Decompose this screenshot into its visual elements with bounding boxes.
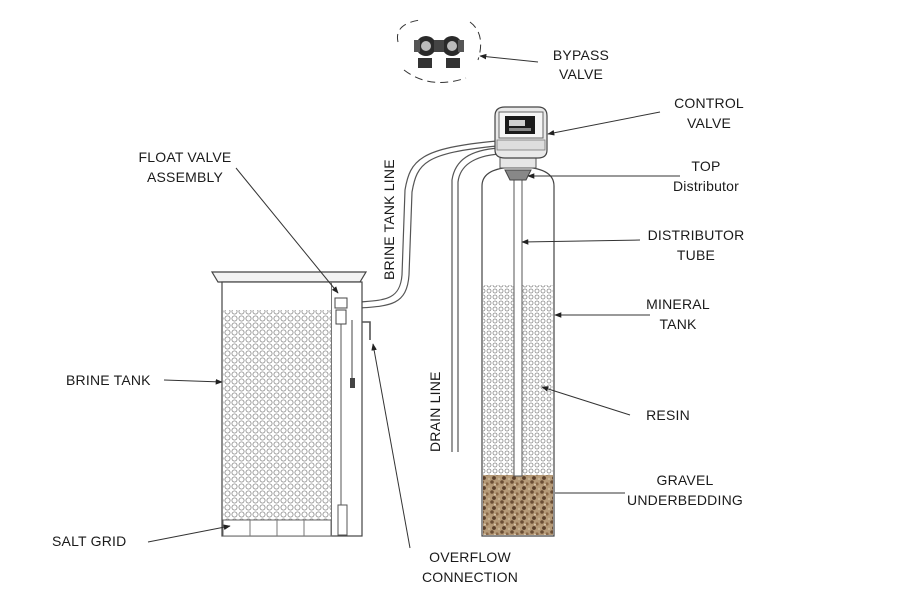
float-valve (334, 297, 348, 309)
bypass-valve-icon (396, 19, 482, 83)
label-control-valve: CONTROL VALVE (674, 95, 744, 131)
distributor-tube (513, 177, 523, 477)
label-drain-line: DRAIN LINE (427, 371, 443, 452)
label-overflow-connection: OVERFLOW CONNECTION (422, 549, 518, 585)
svg-text:BYPASS: BYPASS (553, 47, 609, 63)
label-distributor-tube: DISTRIBUTOR TUBE (648, 227, 745, 263)
brine-tank (210, 271, 371, 537)
label-brine-tank-line: BRINE TANK LINE (381, 159, 397, 280)
svg-text:Distributor: Distributor (673, 178, 739, 194)
top-distributor (504, 169, 532, 181)
svg-text:VALVE: VALVE (687, 115, 731, 131)
label-mineral-tank: MINERAL TANK (646, 296, 710, 332)
svg-text:DISTRIBUTOR: DISTRIBUTOR (648, 227, 745, 243)
label-bypass-valve: BYPASS VALVE (553, 47, 609, 82)
svg-text:VALVE: VALVE (559, 66, 603, 82)
svg-text:CONNECTION: CONNECTION (422, 569, 518, 585)
svg-text:MINERAL: MINERAL (646, 296, 710, 312)
mineral-tank (481, 166, 555, 537)
svg-text:CONTROL: CONTROL (674, 95, 744, 111)
label-gravel-underbedding: GRAVEL UNDERBEDDING (627, 472, 743, 508)
svg-text:OVERFLOW: OVERFLOW (429, 549, 511, 565)
brine-tank-line (342, 140, 498, 309)
label-float-valve-assembly: FLOAT VALVE ASSEMBLY (139, 149, 232, 185)
salt-fill (223, 310, 331, 520)
svg-text:ASSEMBLY: ASSEMBLY (147, 169, 223, 185)
drain-line (451, 147, 500, 452)
svg-text:TOP: TOP (691, 158, 720, 174)
brine-tank-lid (210, 271, 368, 283)
label-brine-tank: BRINE TANK (66, 372, 151, 388)
control-valve-icon (494, 106, 548, 169)
label-salt-grid: SALT GRID (52, 533, 126, 549)
svg-text:RESIN: RESIN (646, 407, 690, 423)
label-top-distributor: TOP Distributor (673, 158, 739, 194)
leader-lines (147, 53, 680, 549)
svg-text:TANK: TANK (659, 316, 697, 332)
svg-text:TUBE: TUBE (677, 247, 715, 263)
svg-text:FLOAT VALVE: FLOAT VALVE (139, 149, 232, 165)
label-resin: RESIN (646, 407, 690, 423)
gravel-bed (483, 475, 553, 535)
svg-text:UNDERBEDDING: UNDERBEDDING (627, 492, 743, 508)
svg-text:GRAVEL: GRAVEL (657, 472, 714, 488)
